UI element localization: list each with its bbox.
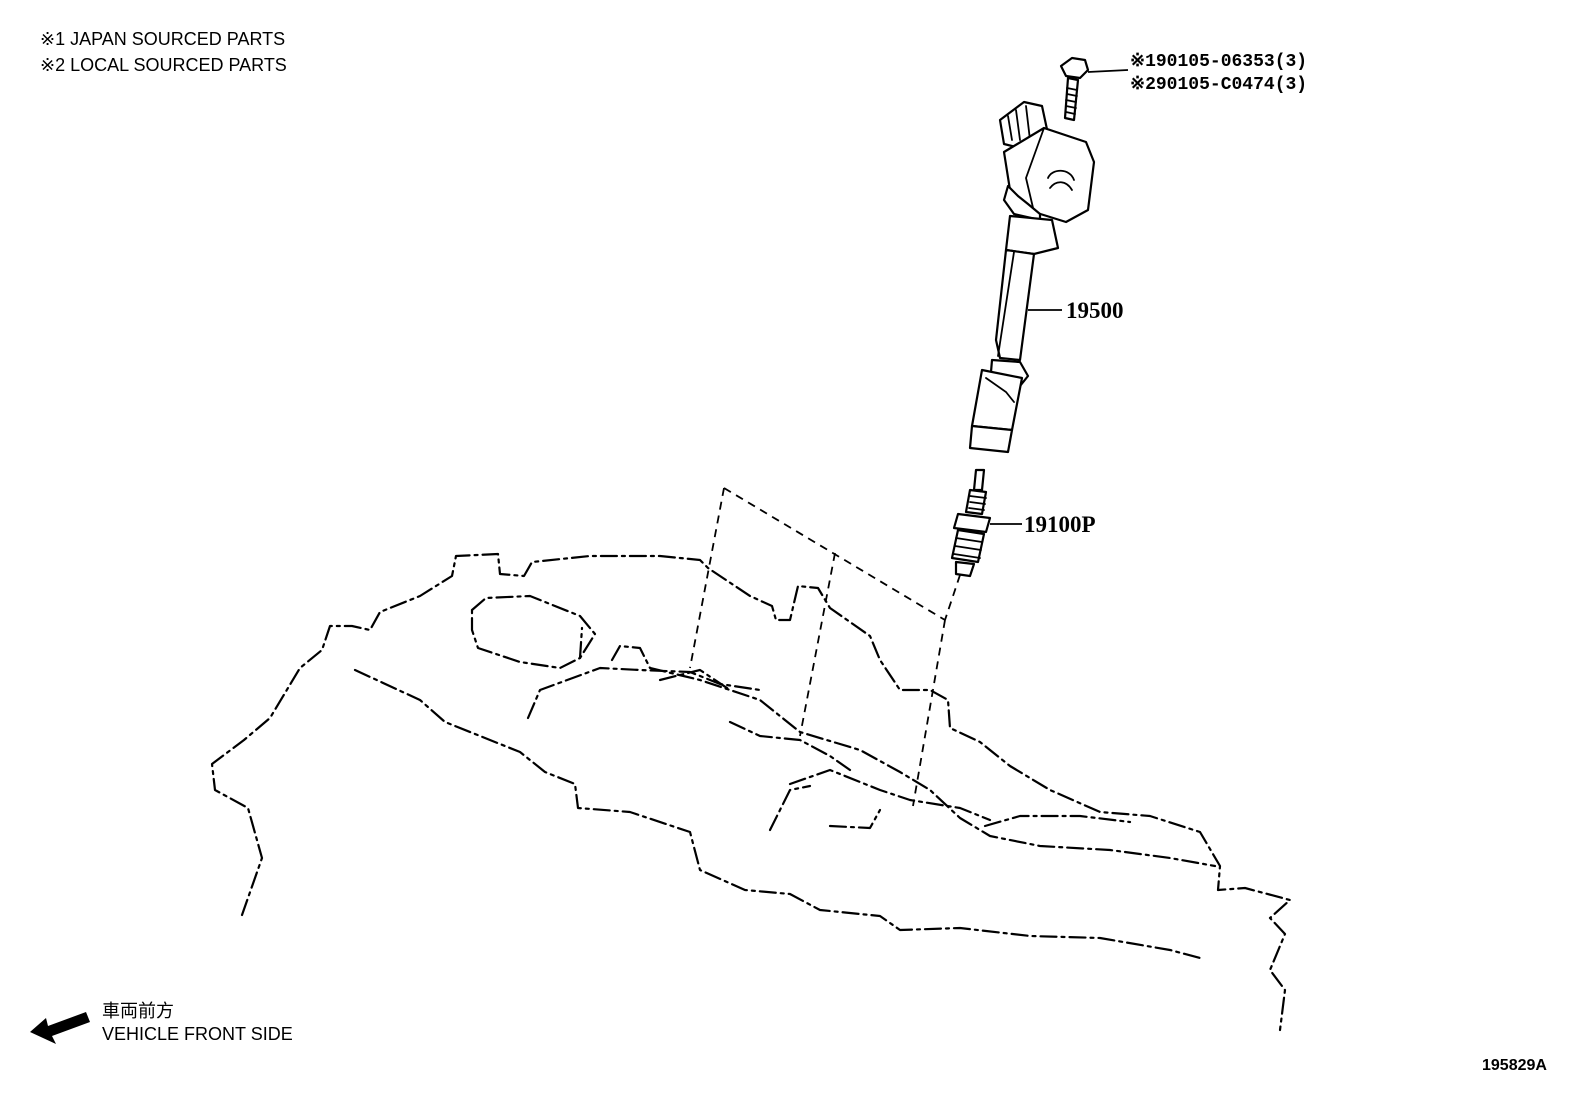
bolt-leader-line (1087, 69, 1129, 73)
figure-id: 195829A (1482, 1057, 1547, 1074)
ignition-coil-callout: 19500 (1066, 298, 1124, 323)
bolt-part-number-japan: ※190105-06353(3) (1130, 52, 1307, 72)
note-japan-sourced: ※1 JAPAN SOURCED PARTS (40, 29, 285, 49)
vehicle-front-label-jp: 車両前方 (102, 1001, 174, 1021)
vehicle-front-label-en: VEHICLE FRONT SIDE (102, 1024, 293, 1044)
installation-guide-lines (689, 487, 961, 807)
arrow-left-down-icon (30, 1012, 90, 1044)
spark-plug-drawing (950, 468, 992, 578)
bolt-icon (1059, 56, 1090, 122)
ignition-coil-drawing (968, 100, 1096, 454)
engine-cylinder-head-outline (210, 552, 1292, 1032)
bolt-part-number-local: ※290105-C0474(3) (1130, 75, 1307, 95)
note-local-sourced: ※2 LOCAL SOURCED PARTS (40, 55, 287, 75)
spark-plug-callout: 19100P (1024, 512, 1096, 537)
